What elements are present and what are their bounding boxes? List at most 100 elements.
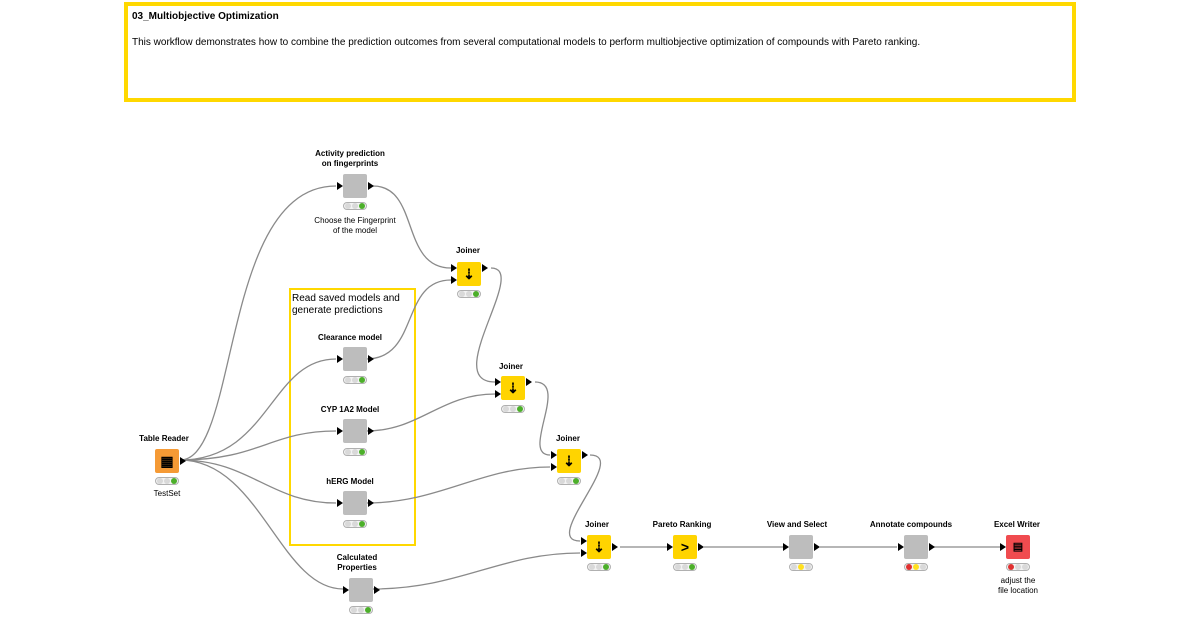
status-light [688, 564, 695, 570]
status-light [351, 377, 358, 383]
connection[interactable] [372, 552, 581, 590]
joiner-4-node[interactable]: ⇣ [581, 535, 618, 559]
connection[interactable] [179, 358, 337, 461]
connection[interactable] [476, 267, 502, 383]
node-status [673, 563, 697, 571]
input-port[interactable] [551, 451, 557, 459]
node-status [343, 202, 367, 210]
connection[interactable] [179, 459, 337, 504]
input-port[interactable] [337, 499, 343, 507]
connection[interactable] [179, 459, 344, 590]
output-port[interactable] [929, 543, 935, 551]
pareto-ranking-node[interactable]: > [667, 535, 704, 559]
status-light [351, 521, 358, 527]
workflow-annotation[interactable]: 03_Multiobjective Optimization This work… [124, 2, 1076, 102]
status-light [345, 449, 352, 455]
connection[interactable] [365, 279, 452, 360]
status-light [163, 478, 170, 484]
warning-icon [912, 564, 919, 570]
models-annotation[interactable]: Read saved models and generate predictio… [289, 288, 416, 546]
input-port[interactable] [337, 182, 343, 190]
output-port[interactable] [814, 543, 820, 551]
joiner-1-node[interactable]: ⇣ [451, 262, 488, 286]
output-port[interactable] [368, 499, 374, 507]
status-light [804, 564, 811, 570]
connection[interactable] [372, 185, 452, 269]
node-status [349, 606, 373, 614]
calculated-properties-node[interactable] [343, 578, 380, 602]
view-select-node[interactable] [783, 535, 820, 559]
output-port[interactable] [368, 182, 374, 190]
output-port[interactable] [180, 457, 186, 465]
cyp-model-node[interactable] [337, 419, 374, 443]
node-label: Pareto Ranking [652, 520, 712, 529]
output-port[interactable] [612, 543, 618, 551]
output-port[interactable] [374, 586, 380, 594]
excel-icon: ▤ [1012, 541, 1024, 553]
connection[interactable] [365, 393, 496, 432]
status-light [351, 203, 358, 209]
joiner-icon: ⇣ [593, 539, 605, 555]
status-light [351, 449, 358, 455]
output-port[interactable] [698, 543, 704, 551]
status-light [1014, 564, 1021, 570]
output-port[interactable] [368, 427, 374, 435]
output-port[interactable] [482, 264, 488, 272]
table-reader-node[interactable]: ▦ [155, 449, 186, 473]
output-port[interactable] [368, 355, 374, 363]
node-status [343, 520, 367, 528]
status-light [565, 478, 572, 484]
input-port[interactable] [495, 378, 501, 386]
herg-model-node[interactable] [337, 491, 374, 515]
joiner-2-node[interactable]: ⇣ [495, 376, 532, 400]
node-caption: TestSet [153, 489, 181, 498]
excel-writer-node[interactable]: ▤ [1000, 535, 1030, 559]
output-port[interactable] [582, 451, 588, 459]
connection[interactable] [179, 185, 337, 461]
input-port[interactable] [337, 427, 343, 435]
input-port[interactable] [495, 390, 501, 398]
input-port[interactable] [551, 463, 557, 471]
status-light [170, 478, 177, 484]
node-status [343, 448, 367, 456]
status-light [516, 406, 523, 412]
activity-prediction-node[interactable] [337, 174, 374, 198]
input-port[interactable] [337, 355, 343, 363]
input-port[interactable] [783, 543, 789, 551]
status-light [797, 564, 804, 570]
joiner-icon: ⇣ [563, 453, 575, 469]
node-status [557, 477, 581, 485]
joiner-3-node[interactable]: ⇣ [551, 449, 588, 473]
status-light [602, 564, 609, 570]
status-light [681, 564, 688, 570]
status-light [157, 478, 164, 484]
node-status [501, 405, 525, 413]
status-light [351, 607, 358, 613]
node-label: Annotate compounds [869, 520, 953, 529]
input-port[interactable] [1000, 543, 1006, 551]
status-light [345, 521, 352, 527]
status-light [358, 377, 365, 383]
input-port[interactable] [343, 586, 349, 594]
joiner-icon: ⇣ [507, 380, 519, 396]
input-port[interactable] [581, 537, 587, 545]
input-port[interactable] [451, 276, 457, 284]
input-port[interactable] [581, 549, 587, 557]
annotate-compounds-node[interactable] [898, 535, 935, 559]
status-light [364, 607, 371, 613]
connection[interactable] [568, 454, 602, 542]
models-annotation-text: Read saved models and generate predictio… [292, 293, 400, 316]
clearance-model-node[interactable] [337, 347, 374, 371]
input-port[interactable] [898, 543, 904, 551]
connection[interactable] [179, 430, 337, 461]
node-status [904, 563, 928, 571]
input-port[interactable] [451, 264, 457, 272]
node-label: Table Reader [139, 434, 189, 443]
node-label: Joiner [555, 434, 580, 443]
status-light [503, 406, 510, 412]
connection[interactable] [534, 381, 551, 456]
node-caption: adjust the file location [997, 576, 1039, 595]
input-port[interactable] [667, 543, 673, 551]
output-port[interactable] [526, 378, 532, 386]
connection[interactable] [365, 466, 551, 504]
